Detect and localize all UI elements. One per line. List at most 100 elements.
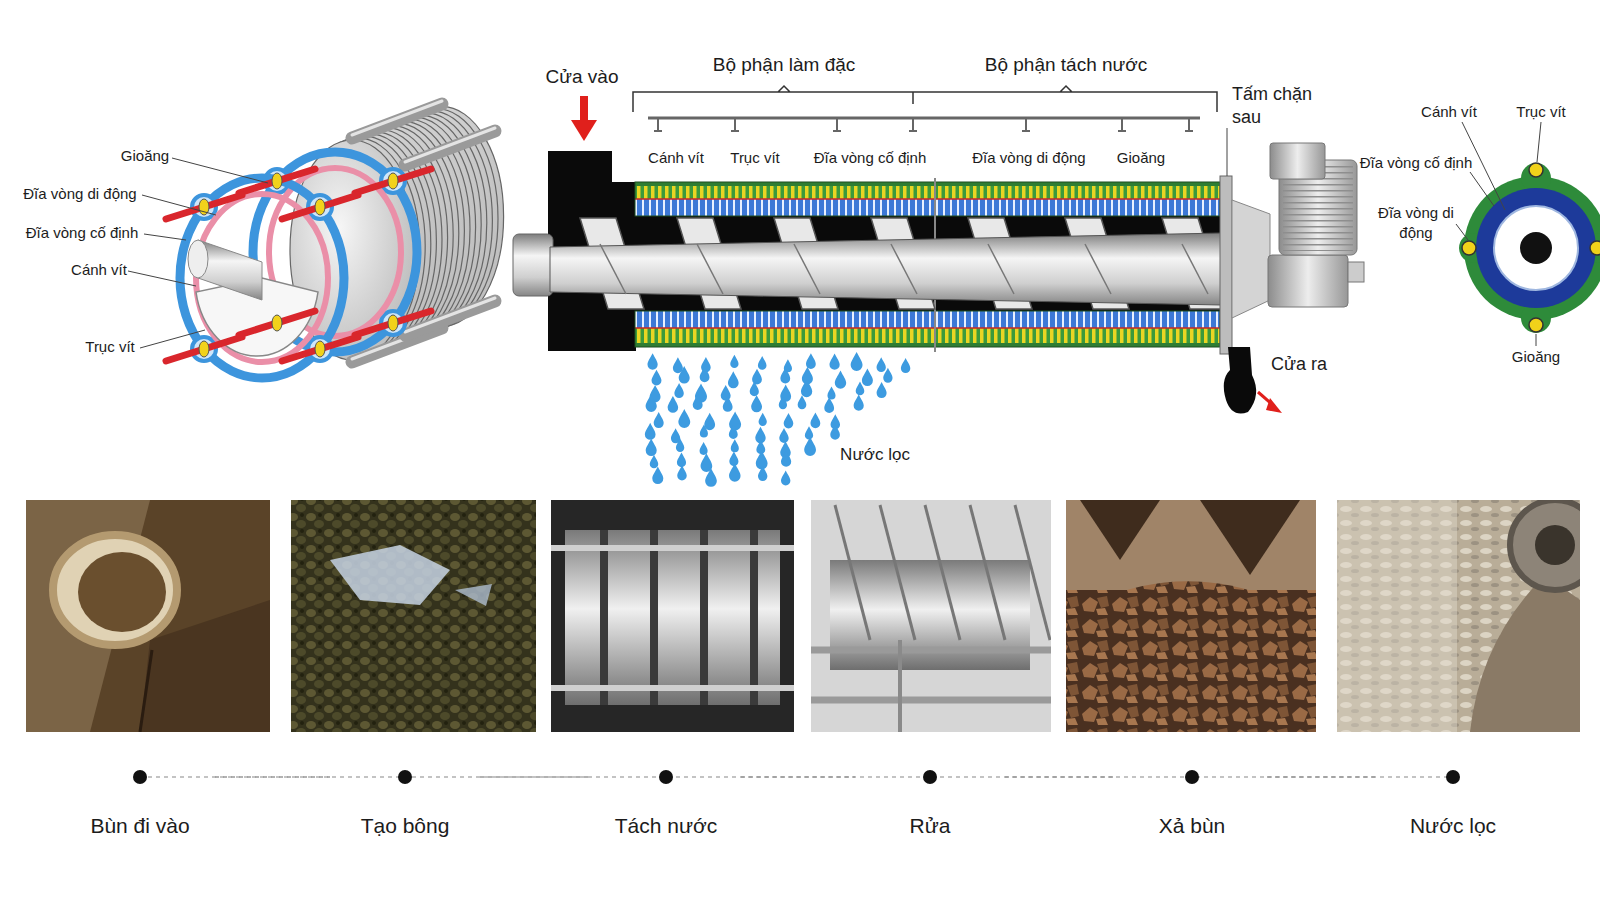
sludge-outlet [1224, 347, 1256, 414]
part-label: Đĩa vòng cố định [26, 223, 139, 243]
filtrate-drop [731, 439, 739, 452]
spray-nozzle-tip [1185, 130, 1193, 132]
filtrate-drop [756, 451, 768, 470]
water-reflection [330, 545, 450, 605]
timeline-dot [1446, 770, 1460, 784]
hopper-wall [1066, 500, 1316, 590]
hopper-shadow [1200, 500, 1300, 575]
step-label: Nước lọc [1378, 813, 1528, 839]
filtrate-drop [678, 409, 690, 428]
drum-band [700, 530, 708, 705]
filtrate-drop [811, 412, 821, 428]
bolt-rod [239, 169, 315, 193]
leader-line [1456, 224, 1468, 240]
timeline-dot [133, 770, 147, 784]
filtrate-drop [729, 463, 741, 481]
bolt-rod [239, 311, 315, 335]
screw-press [513, 86, 1364, 487]
gasket [388, 173, 398, 189]
leader-line [1227, 128, 1228, 176]
part-label: Bộ phận tách nước [985, 53, 1148, 78]
fixed-ring [180, 178, 344, 378]
step-label: Xả bùn [1117, 813, 1267, 839]
gasket [315, 341, 325, 357]
wash-pipe [811, 697, 1051, 704]
drive-flange [1232, 200, 1270, 318]
timeline-connector [480, 776, 591, 778]
leader-line [128, 271, 196, 286]
spray-nozzle-tip [1022, 130, 1030, 132]
filtrate-drop [851, 352, 863, 371]
part-label: Cánh vít [71, 260, 127, 280]
shaft-section [1520, 232, 1552, 264]
process-photo [1337, 500, 1580, 732]
filtrate-drop [784, 413, 794, 428]
photo-background [1066, 500, 1316, 732]
photo-background [811, 500, 1051, 732]
process-photo [811, 500, 1051, 732]
part-label: Cửa vào [546, 65, 619, 90]
process-step: Tạo bông [330, 770, 480, 845]
filtrate-drop [645, 423, 656, 440]
filtrate-drop [728, 371, 739, 388]
filtrate-drop [704, 413, 715, 430]
filtrate-drop [756, 440, 765, 454]
timeline-connector [741, 776, 855, 778]
filtrate-drop [781, 470, 790, 485]
filtrate-drop [729, 425, 738, 439]
wash-pipe [811, 647, 1051, 654]
step-label: Tạo bông [330, 813, 480, 839]
filtrate-drop [693, 394, 703, 410]
filtrate-drop [779, 396, 787, 409]
filtrate-drop [646, 394, 657, 412]
spray-nozzle [1121, 118, 1123, 131]
frame-strut [1015, 505, 1050, 640]
cross-section [1456, 122, 1600, 346]
part-label: Gioăng [121, 146, 169, 166]
steel-drum [565, 530, 780, 705]
water-reflection [455, 584, 492, 606]
filtrate-drop [759, 413, 767, 426]
filtrate-drop [758, 356, 767, 370]
gasket-section [1529, 163, 1543, 177]
gasket [199, 341, 209, 357]
timeline-connector [1267, 776, 1378, 778]
tie-rod-highlight [405, 128, 495, 162]
step-label: Rửa [855, 813, 1005, 839]
step-label: Tách nước [591, 813, 741, 839]
filtrate-drop [830, 354, 840, 370]
back-plate [1220, 176, 1232, 354]
spray-nozzle [657, 118, 659, 131]
inlet-pipe [53, 535, 177, 645]
part-label: Đĩa vòng cố định [814, 148, 927, 168]
spray-nozzle [912, 118, 914, 131]
leader-line [144, 234, 186, 240]
part-label: Gioăng [1512, 347, 1560, 367]
filtrate-drop [729, 411, 741, 430]
gasket [272, 315, 282, 331]
filtrate-drop [705, 468, 717, 487]
filtrate-drop [781, 451, 791, 467]
part-label: Nước lọc [840, 444, 910, 466]
disc-stack [635, 328, 1220, 343]
flight-edge [1182, 244, 1208, 294]
tie-rod [405, 131, 495, 165]
filtrate-drop [677, 453, 686, 468]
filtrate-drop [827, 387, 835, 400]
leader-line [1536, 334, 1537, 346]
part-label: Cánh vít [1421, 102, 1477, 122]
timeline-connector [1005, 776, 1117, 778]
screw-shaft [198, 240, 262, 300]
gasket [315, 199, 325, 215]
moving-ring-section [1494, 206, 1578, 290]
filtrate-drop [854, 395, 864, 411]
inlet-arrow-head [571, 120, 597, 141]
filtrate-drop [806, 353, 816, 369]
filtrate-drop [862, 369, 873, 387]
disc-stack-line [635, 327, 1220, 329]
part-label: Bộ phận làm đặc [713, 53, 856, 78]
hopper-shadow [1080, 500, 1160, 560]
frame-strut [835, 505, 870, 640]
part-label: Gioăng [1117, 148, 1165, 168]
